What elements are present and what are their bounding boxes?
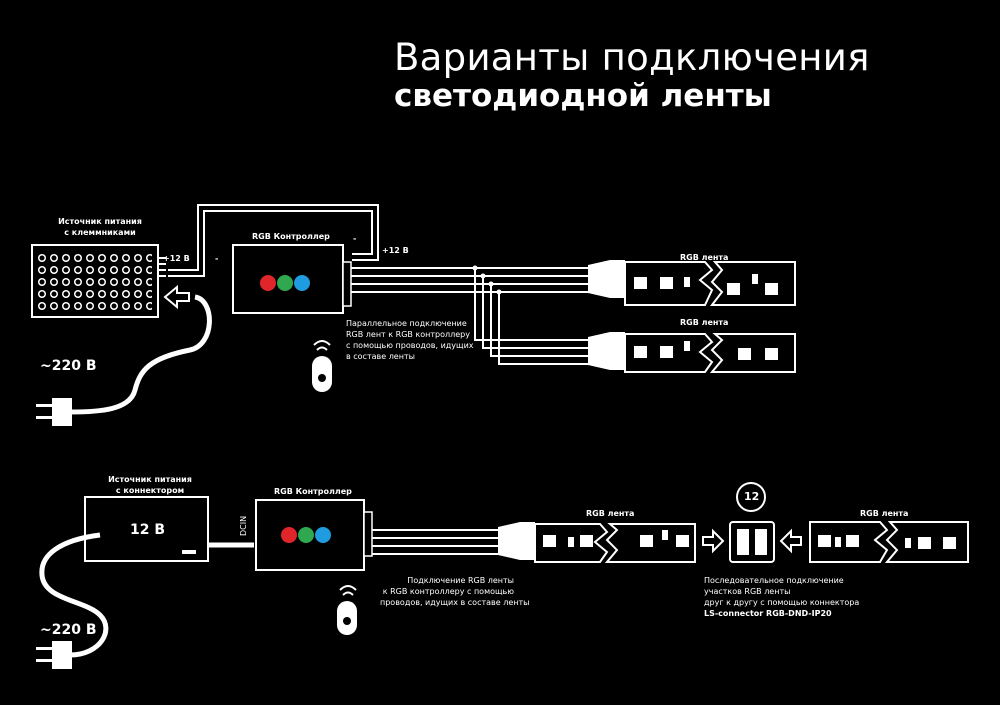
- rgb-controller-bottom: [255, 499, 373, 571]
- plug-icon-bottom: [36, 641, 72, 669]
- strip-top-1-label: RGB лента: [680, 253, 729, 262]
- plus12-right-label: +12 В: [382, 246, 409, 255]
- ls-connector-icon: [729, 521, 775, 563]
- strip-bottom-1-label: RGB лента: [586, 509, 635, 518]
- rgb-strip-bottom-1: [498, 522, 696, 563]
- strip-bottom-2-label: RGB лента: [860, 509, 909, 518]
- step-badge: [736, 482, 766, 512]
- remote-control-icon-bottom: [337, 585, 357, 635]
- rgb-strip-top-2: [588, 332, 796, 373]
- plus12-left-label: +12 В: [163, 254, 190, 263]
- plug-icon-top: [36, 398, 72, 426]
- arrow-right-icon: [702, 528, 725, 554]
- controller-bottom-label: RGB Контроллер: [274, 487, 352, 496]
- mains-cable-top: [69, 294, 212, 415]
- rgb-controller-top: [232, 244, 352, 314]
- page-subtitle: светодиодной ленты: [394, 78, 772, 114]
- psu-terminal-block: [31, 244, 166, 318]
- rgb-strip-top-1: [588, 260, 796, 306]
- input-arrow-icon: [163, 284, 190, 310]
- remote-control-icon-top: [312, 340, 332, 392]
- rgb-strip-bottom-2: [809, 521, 969, 563]
- wire-bundle-top: [351, 267, 590, 365]
- minus-left-label: -: [215, 254, 219, 263]
- arrow-left-icon: [779, 528, 802, 554]
- minus-right-label: -: [353, 234, 357, 243]
- wire-bundle-bottom: [372, 529, 500, 555]
- strip-top-2-label: RGB лента: [680, 318, 729, 327]
- psu-connector-box: [84, 496, 209, 562]
- controller-top-label: RGB Контроллер: [252, 232, 330, 241]
- dcin-label: DCIN: [239, 515, 248, 536]
- psu-bottom-value: 12 В: [130, 522, 166, 538]
- mains-cable-bottom: [39, 532, 109, 658]
- mains-top-label: ~220 В: [40, 358, 97, 374]
- page-title: Варианты подключения: [394, 36, 870, 79]
- step-badge-number: 12: [744, 490, 760, 503]
- mains-bottom-label: ~220 В: [40, 622, 97, 638]
